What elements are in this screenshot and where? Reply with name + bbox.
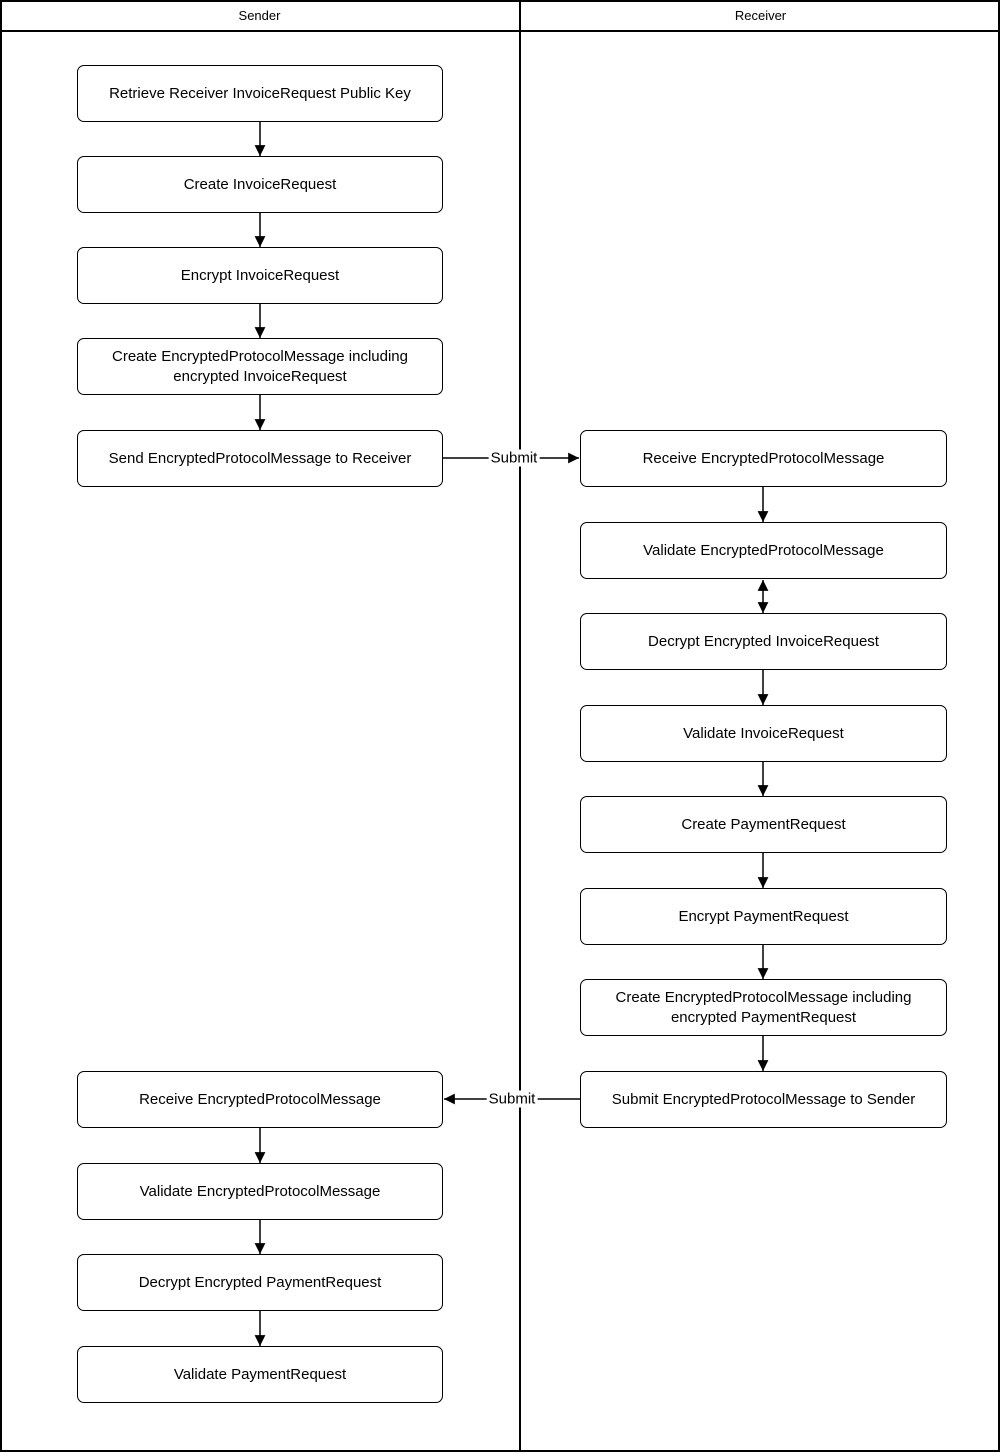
node-validate-encryptedprotocolmessage-sender: Validate EncryptedProtocolMessage	[77, 1163, 443, 1220]
node-label: Validate EncryptedProtocolMessage	[643, 541, 884, 559]
node-label: Send EncryptedProtocolMessage to Receive…	[108, 449, 412, 467]
lane-header-sender: Sender	[0, 0, 519, 32]
node-decrypt-encrypted-invoicerequest: Decrypt Encrypted InvoiceRequest	[580, 613, 947, 670]
node-label: Create EncryptedProtocolMessage includin…	[615, 989, 912, 1026]
node-create-encryptedprotocolmessage-paymentrequest: Create EncryptedProtocolMessage includin…	[580, 979, 947, 1036]
node-label: Decrypt Encrypted PaymentRequest	[138, 1273, 382, 1291]
lane-title-sender: Sender	[238, 7, 281, 23]
node-validate-encryptedprotocolmessage-receiver: Validate EncryptedProtocolMessage	[580, 522, 947, 579]
node-label: Receive EncryptedProtocolMessage	[642, 449, 885, 467]
node-label: Decrypt Encrypted InvoiceRequest	[648, 632, 879, 650]
node-encrypt-paymentrequest: Encrypt PaymentRequest	[580, 888, 947, 945]
node-label: Retrieve Receiver InvoiceRequest Public …	[109, 84, 411, 102]
node-retrieve-invoicerequest-public-key: Retrieve Receiver InvoiceRequest Public …	[77, 65, 443, 122]
node-label: Receive EncryptedProtocolMessage	[139, 1090, 381, 1108]
edge-label-submit-to-sender: Submit	[486, 1090, 538, 1108]
node-label: Encrypt InvoiceRequest	[180, 266, 340, 284]
node-label: Validate InvoiceRequest	[683, 724, 844, 742]
lane-divider	[519, 0, 521, 1452]
node-send-encryptedprotocolmessage-to-receiver: Send EncryptedProtocolMessage to Receive…	[77, 430, 443, 487]
node-label: Validate EncryptedProtocolMessage	[139, 1182, 381, 1200]
lane-title-receiver: Receiver	[734, 7, 787, 23]
node-create-paymentrequest: Create PaymentRequest	[580, 796, 947, 853]
node-label: Create InvoiceRequest	[183, 175, 337, 193]
node-submit-encryptedprotocolmessage-to-sender: Submit EncryptedProtocolMessage to Sende…	[580, 1071, 947, 1128]
node-label: Create EncryptedProtocolMessage includin…	[112, 348, 408, 385]
lane-header-receiver: Receiver	[521, 0, 1000, 32]
edge-label-submit-to-receiver: Submit	[488, 449, 540, 467]
node-create-invoicerequest: Create InvoiceRequest	[77, 156, 443, 213]
node-label: Validate PaymentRequest	[173, 1365, 347, 1383]
node-label: Encrypt PaymentRequest	[678, 907, 849, 925]
node-validate-invoicerequest: Validate InvoiceRequest	[580, 705, 947, 762]
node-label: Create PaymentRequest	[681, 815, 846, 833]
node-receive-encryptedprotocolmessage-receiver: Receive EncryptedProtocolMessage	[580, 430, 947, 487]
node-receive-encryptedprotocolmessage-sender: Receive EncryptedProtocolMessage	[77, 1071, 443, 1128]
node-create-encryptedprotocolmessage-invoicerequest: Create EncryptedProtocolMessage includin…	[77, 338, 443, 395]
node-encrypt-invoicerequest: Encrypt InvoiceRequest	[77, 247, 443, 304]
node-validate-paymentrequest: Validate PaymentRequest	[77, 1346, 443, 1403]
node-decrypt-encrypted-paymentrequest: Decrypt Encrypted PaymentRequest	[77, 1254, 443, 1311]
node-label: Submit EncryptedProtocolMessage to Sende…	[611, 1090, 916, 1108]
